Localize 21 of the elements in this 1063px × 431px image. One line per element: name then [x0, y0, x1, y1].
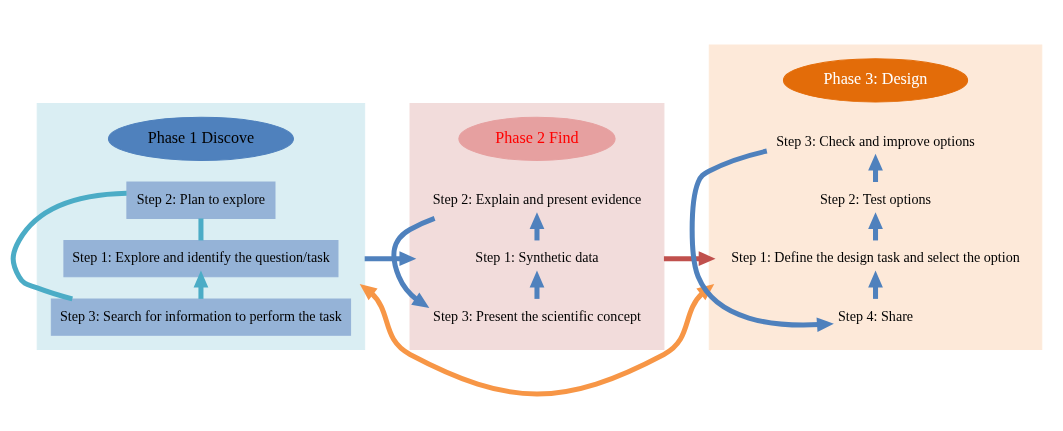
arrow [364, 251, 417, 267]
node-text: Step 2: Test options [819, 190, 932, 207]
node-ellipse: Phase 1 Discove [107, 116, 294, 161]
cluster [36, 103, 366, 350]
node-text: Step 1: Define the design task and select the option [731, 249, 1020, 266]
arrow [663, 251, 716, 267]
connector [10, 190, 127, 302]
node-ellipse: Phase 3: Design [782, 58, 969, 103]
connector [198, 218, 204, 241]
node-ellipse: Phase 2 Find [458, 116, 616, 161]
cluster [708, 44, 1043, 350]
arrow [391, 216, 436, 309]
node-text: Step 4: Share [837, 307, 914, 324]
node-box: Step 3: Search for information to perform the task [50, 298, 352, 336]
node-box: Step 1: Explore and identify the question/task [63, 240, 339, 278]
node-text: Step 1: Synthetic data [475, 249, 599, 266]
node-text: Step 3: Present the scientific concept [433, 307, 641, 324]
arrow [689, 148, 834, 333]
node-text: Step 2: Explain and present evidence [432, 190, 642, 207]
node-text: Step 3: Check and improve options [776, 132, 975, 149]
node-box: Step 2: Plan to explore [126, 181, 276, 219]
